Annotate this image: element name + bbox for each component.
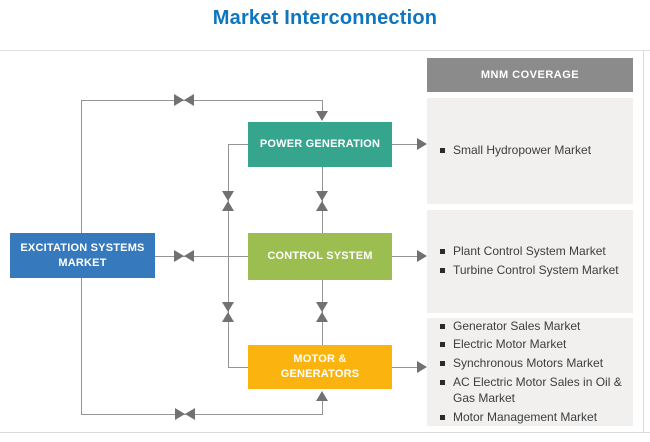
list-item: Turbine Control System Market [440, 263, 627, 279]
bullet-icon [440, 323, 445, 329]
coverage-panel-power-generation: Small Hydropower Market [427, 98, 633, 204]
list-item: AC Electric Motor Sales in Oil & Gas Mar… [440, 375, 627, 407]
list-item-label: AC Electric Motor Sales in Oil & Gas Mar… [453, 375, 622, 405]
arrow-down-icon [316, 111, 328, 121]
list-item: Motor Management Market [440, 410, 627, 426]
list-item-label: Plant Control System Market [453, 244, 606, 259]
node-label: MOTOR & GENERATORS [280, 353, 360, 380]
bullet-icon [440, 249, 445, 255]
list-item-label: Small Hydropower Market [453, 143, 592, 158]
bullet-icon [440, 268, 445, 273]
connector-line [228, 144, 248, 145]
connector-line [392, 367, 419, 368]
list-item-label: Motor Management Market [453, 409, 598, 424]
list-item: Electric Motor Market [440, 337, 627, 353]
bidirectional-arrow-icon [174, 250, 194, 262]
arrow-right-icon [417, 138, 427, 150]
node-label: CONTROL SYSTEM [267, 250, 373, 263]
connector-line [322, 401, 323, 415]
arrow-up-icon [316, 391, 328, 401]
list-item: Generator Sales Market [440, 319, 627, 335]
list-item: Small Hydropower Market [440, 143, 627, 159]
bidirectional-arrow-icon [316, 302, 328, 322]
list-item-label: Generator Sales Market [453, 318, 581, 333]
connector-line [81, 100, 82, 233]
bidirectional-arrow-icon [222, 302, 234, 322]
connector-line [228, 367, 248, 368]
connector-line [392, 144, 419, 145]
connector-line [322, 100, 323, 112]
node-label: POWER GENERATION [259, 138, 381, 151]
divider-top [0, 50, 650, 51]
coverage-panel-motor-generators: Generator Sales Market Electric Motor Ma… [427, 318, 633, 426]
node-control-system: CONTROL SYSTEM [248, 233, 392, 280]
bullet-icon [440, 414, 445, 420]
list-item-label: Electric Motor Market [453, 337, 567, 352]
list-item: Plant Control System Market [440, 244, 627, 260]
bullet-icon [440, 148, 445, 154]
bullet-icon [440, 342, 445, 348]
connector-line [228, 144, 229, 367]
list-item: Synchronous Motors Market [440, 356, 627, 372]
node-label: EXCITATION SYSTEMS MARKET [20, 241, 145, 269]
connector-line [155, 256, 248, 257]
mnm-coverage-header: MNM COVERAGE [427, 58, 633, 92]
list-item-label: Synchronous Motors Market [453, 356, 604, 371]
node-power-generation: POWER GENERATION [248, 122, 392, 167]
divider-right [643, 50, 644, 433]
arrow-right-icon [417, 361, 427, 373]
bullet-icon [440, 361, 445, 367]
connector-line [81, 414, 323, 415]
bidirectional-arrow-icon [174, 94, 194, 106]
coverage-panel-control-system: Plant Control System Market Turbine Cont… [427, 210, 633, 313]
coverage-header-label: MNM COVERAGE [480, 69, 580, 81]
bidirectional-arrow-icon [316, 191, 328, 211]
bullet-icon [440, 380, 445, 385]
node-motor-generators: MOTOR & GENERATORS [248, 345, 392, 389]
bidirectional-arrow-icon [175, 408, 195, 420]
divider-bottom [0, 432, 650, 433]
connector-line [81, 278, 82, 415]
connector-line [81, 100, 323, 101]
arrow-right-icon [417, 250, 427, 262]
bidirectional-arrow-icon [222, 191, 234, 211]
node-excitation-systems-market: EXCITATION SYSTEMS MARKET [10, 233, 155, 278]
page-title: Market Interconnection [212, 7, 438, 29]
connector-line [392, 256, 419, 257]
list-item-label: Turbine Control System Market [453, 263, 619, 277]
